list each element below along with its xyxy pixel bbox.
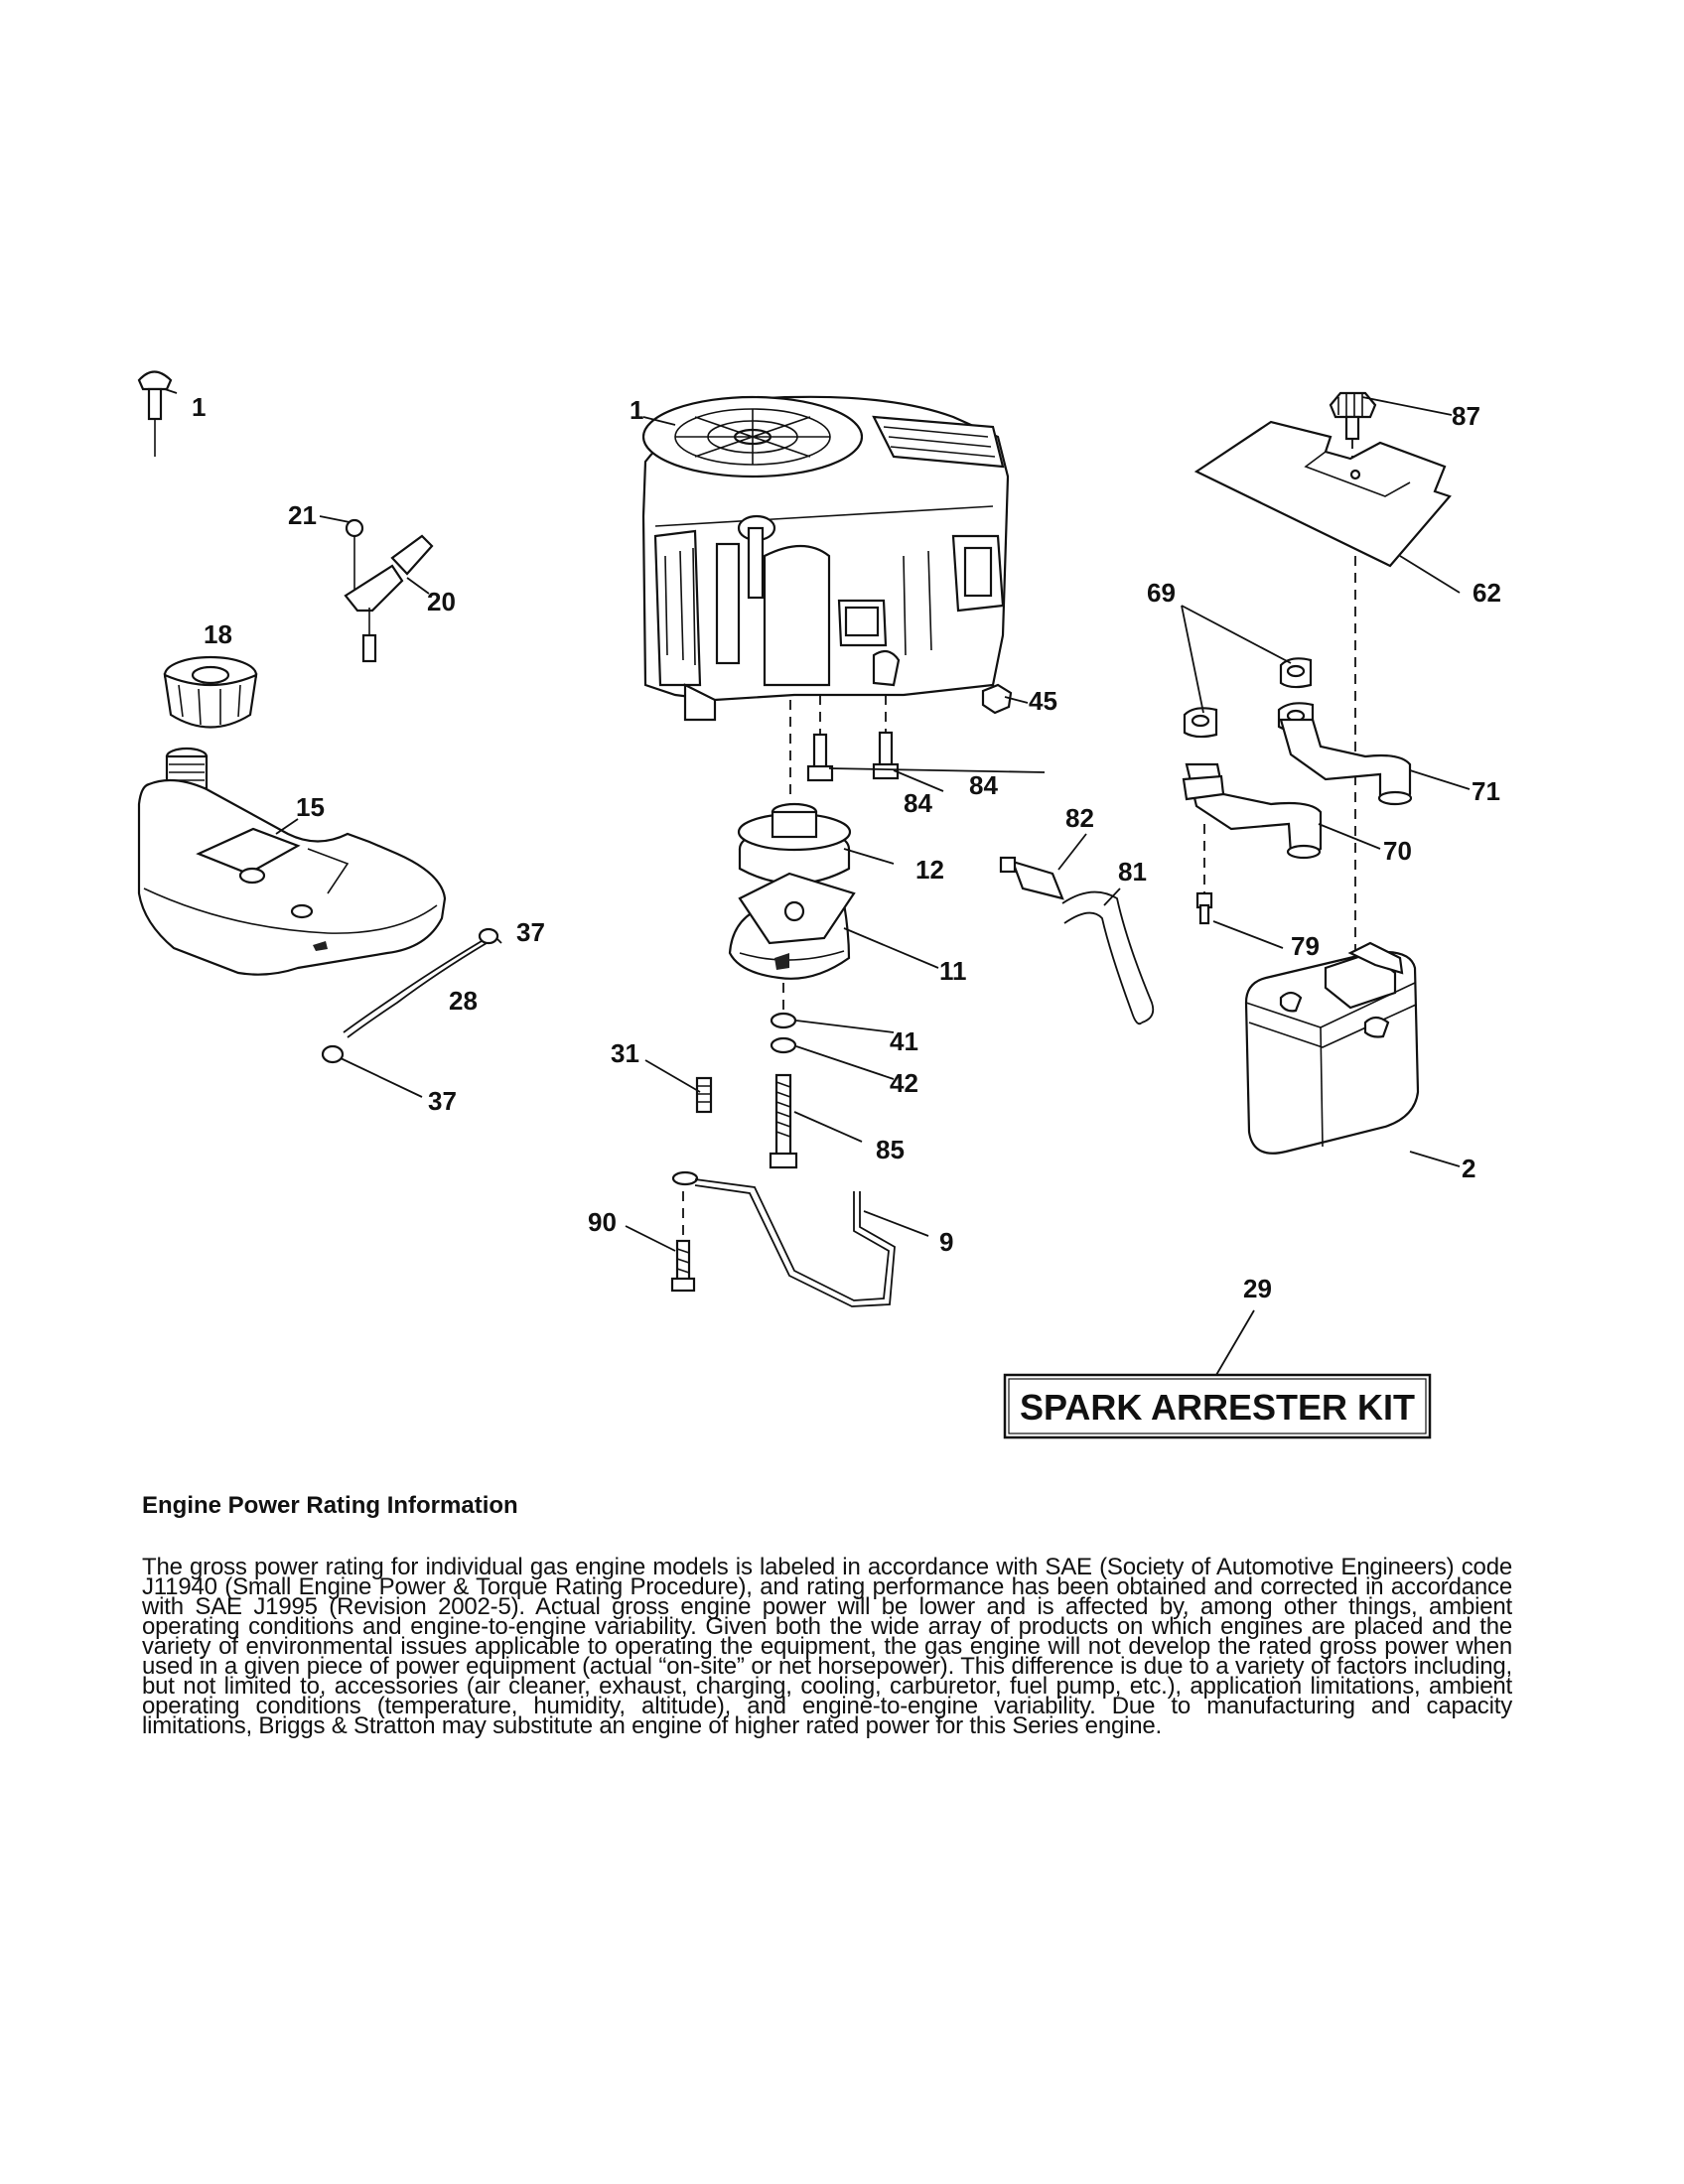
callout-22: 1: [192, 392, 206, 422]
callout-45: 45: [1029, 686, 1057, 716]
part-45-drawing: [981, 683, 1013, 715]
spark-arrester-kit-label: SPARK ARRESTER KIT: [1020, 1387, 1415, 1428]
callout-15: 15: [296, 792, 325, 822]
callout-21: 21: [288, 500, 317, 530]
part-18-drawing: [163, 655, 258, 729]
part-81-82-drawing: [999, 856, 1155, 1025]
part-79-drawing: [1195, 824, 1213, 925]
engine-power-rating-heading: Engine Power Rating Information: [142, 1492, 518, 1519]
part-9-drawing: [671, 1170, 896, 1307]
engine-power-rating-section: Engine Power Rating Information The gros…: [142, 1492, 1512, 1739]
part-28-37-drawing: [321, 927, 499, 1064]
part-70-drawing: [1182, 762, 1323, 860]
callout-31: 31: [611, 1038, 639, 1068]
part-87-drawing: [1329, 391, 1377, 477]
callout-42: 42: [890, 1068, 918, 1098]
part-1-engine-drawing: [641, 395, 1010, 722]
callout-29: 29: [1243, 1274, 1272, 1303]
part-41-42-drawing: [770, 983, 797, 1054]
part-22-drawing: [137, 370, 173, 457]
callout-41: 41: [890, 1026, 918, 1056]
callout-70: 70: [1383, 836, 1412, 866]
part-85-drawing: [769, 1073, 798, 1169]
part-15-drawing: [137, 747, 447, 976]
callout-12: 12: [915, 855, 944, 885]
callout-62: 62: [1473, 578, 1501, 608]
callout-82: 82: [1065, 803, 1094, 833]
callout-69: 69: [1147, 578, 1176, 608]
callout-79: 79: [1291, 931, 1320, 961]
part-20-21-drawing: [344, 518, 434, 663]
callout-9: 9: [939, 1227, 953, 1257]
callout-37-upper: 37: [516, 917, 545, 947]
callout-1: 1: [630, 395, 643, 425]
spark-arrester-kit-box: SPARK ARRESTER KIT: [1003, 1373, 1432, 1439]
part-31-drawing: [695, 1076, 713, 1114]
parts-diagram: 1 21 20 18 15 37 28 37 1 45 84 84 12 11 …: [137, 370, 1501, 1439]
part-11-drawing: [728, 872, 856, 980]
engine-power-rating-text: The gross power rating for individual ga…: [142, 1554, 1512, 1739]
callout-81: 81: [1118, 857, 1147, 887]
callout-labels: 1 21 20 18 15 37 28 37 1 45 84 84 12 11 …: [192, 392, 1501, 1303]
part-71-drawing: [1279, 718, 1413, 806]
callout-28: 28: [449, 986, 478, 1016]
leader-lines: [164, 388, 1471, 1376]
callout-85: 85: [876, 1135, 905, 1164]
part-12-drawing: [737, 802, 852, 885]
part-2-muffler-drawing: [1244, 941, 1420, 1155]
callout-11: 11: [939, 956, 967, 986]
callout-18: 18: [204, 619, 232, 649]
callout-87: 87: [1452, 401, 1480, 431]
callout-2: 2: [1462, 1154, 1475, 1183]
callout-84-right: 84: [969, 770, 998, 800]
callout-90: 90: [588, 1207, 617, 1237]
callout-20: 20: [427, 587, 456, 616]
callout-37-lower: 37: [428, 1086, 457, 1116]
callout-84-left: 84: [904, 788, 932, 818]
part-90-drawing: [670, 1191, 696, 1293]
callout-71: 71: [1472, 776, 1500, 806]
part-62-drawing: [1193, 420, 1452, 568]
part-84-drawing: [789, 695, 900, 794]
